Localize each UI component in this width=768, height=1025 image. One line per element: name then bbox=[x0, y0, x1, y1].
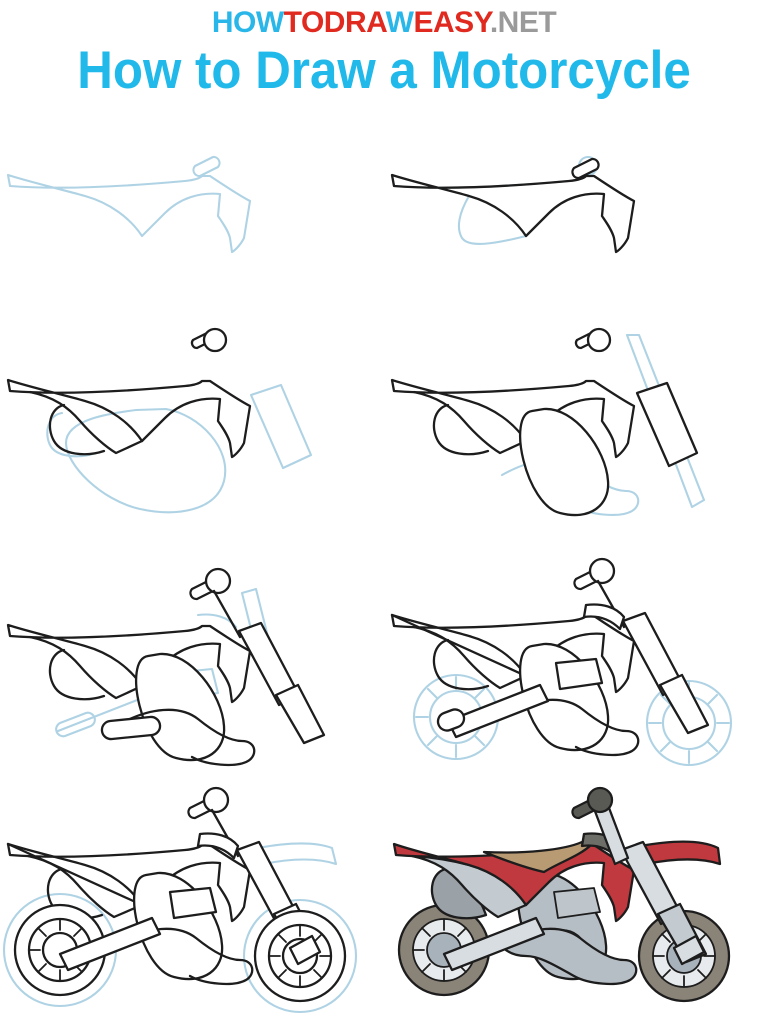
logo-part-how: HOW bbox=[211, 6, 284, 39]
step-3-engine-fork-guide bbox=[0, 315, 384, 545]
step2-ink-layer bbox=[390, 157, 636, 254]
step-4-engine-fork-ink bbox=[384, 315, 768, 545]
logo-part-easy: EASY bbox=[413, 6, 490, 39]
step5-ink-layer bbox=[6, 567, 326, 767]
tutorial-steps-grid bbox=[0, 118, 768, 1025]
step-6-wheel-guides bbox=[384, 545, 768, 780]
step8-color-layer bbox=[392, 786, 731, 1003]
step4-ink-layer bbox=[390, 327, 699, 517]
step3-guide-layer bbox=[46, 383, 313, 514]
step7-ink-layer bbox=[6, 786, 347, 1003]
step-8-color bbox=[384, 780, 768, 1025]
step6-ink-layer bbox=[390, 557, 710, 757]
step-1-frame-guide bbox=[0, 118, 384, 315]
step6-guide-layer-front-wheel bbox=[645, 679, 733, 767]
step1-guide-layer bbox=[6, 155, 252, 254]
rear-wheel-ink bbox=[13, 903, 107, 997]
page-title: How to Draw a Motorcycle bbox=[77, 41, 691, 100]
step-2-frame-ink bbox=[384, 118, 768, 315]
logo-part-todra: TODRA bbox=[283, 6, 386, 39]
step-7-wheels-ink bbox=[0, 780, 384, 1025]
site-logo[interactable]: HOWTODRAWEASY.NET bbox=[0, 0, 768, 38]
logo-part-net: .NET bbox=[489, 6, 557, 39]
step3-ink-layer bbox=[6, 327, 252, 459]
logo-part-w: W bbox=[385, 6, 414, 39]
step-5-handlebar-swingarm bbox=[0, 545, 384, 780]
